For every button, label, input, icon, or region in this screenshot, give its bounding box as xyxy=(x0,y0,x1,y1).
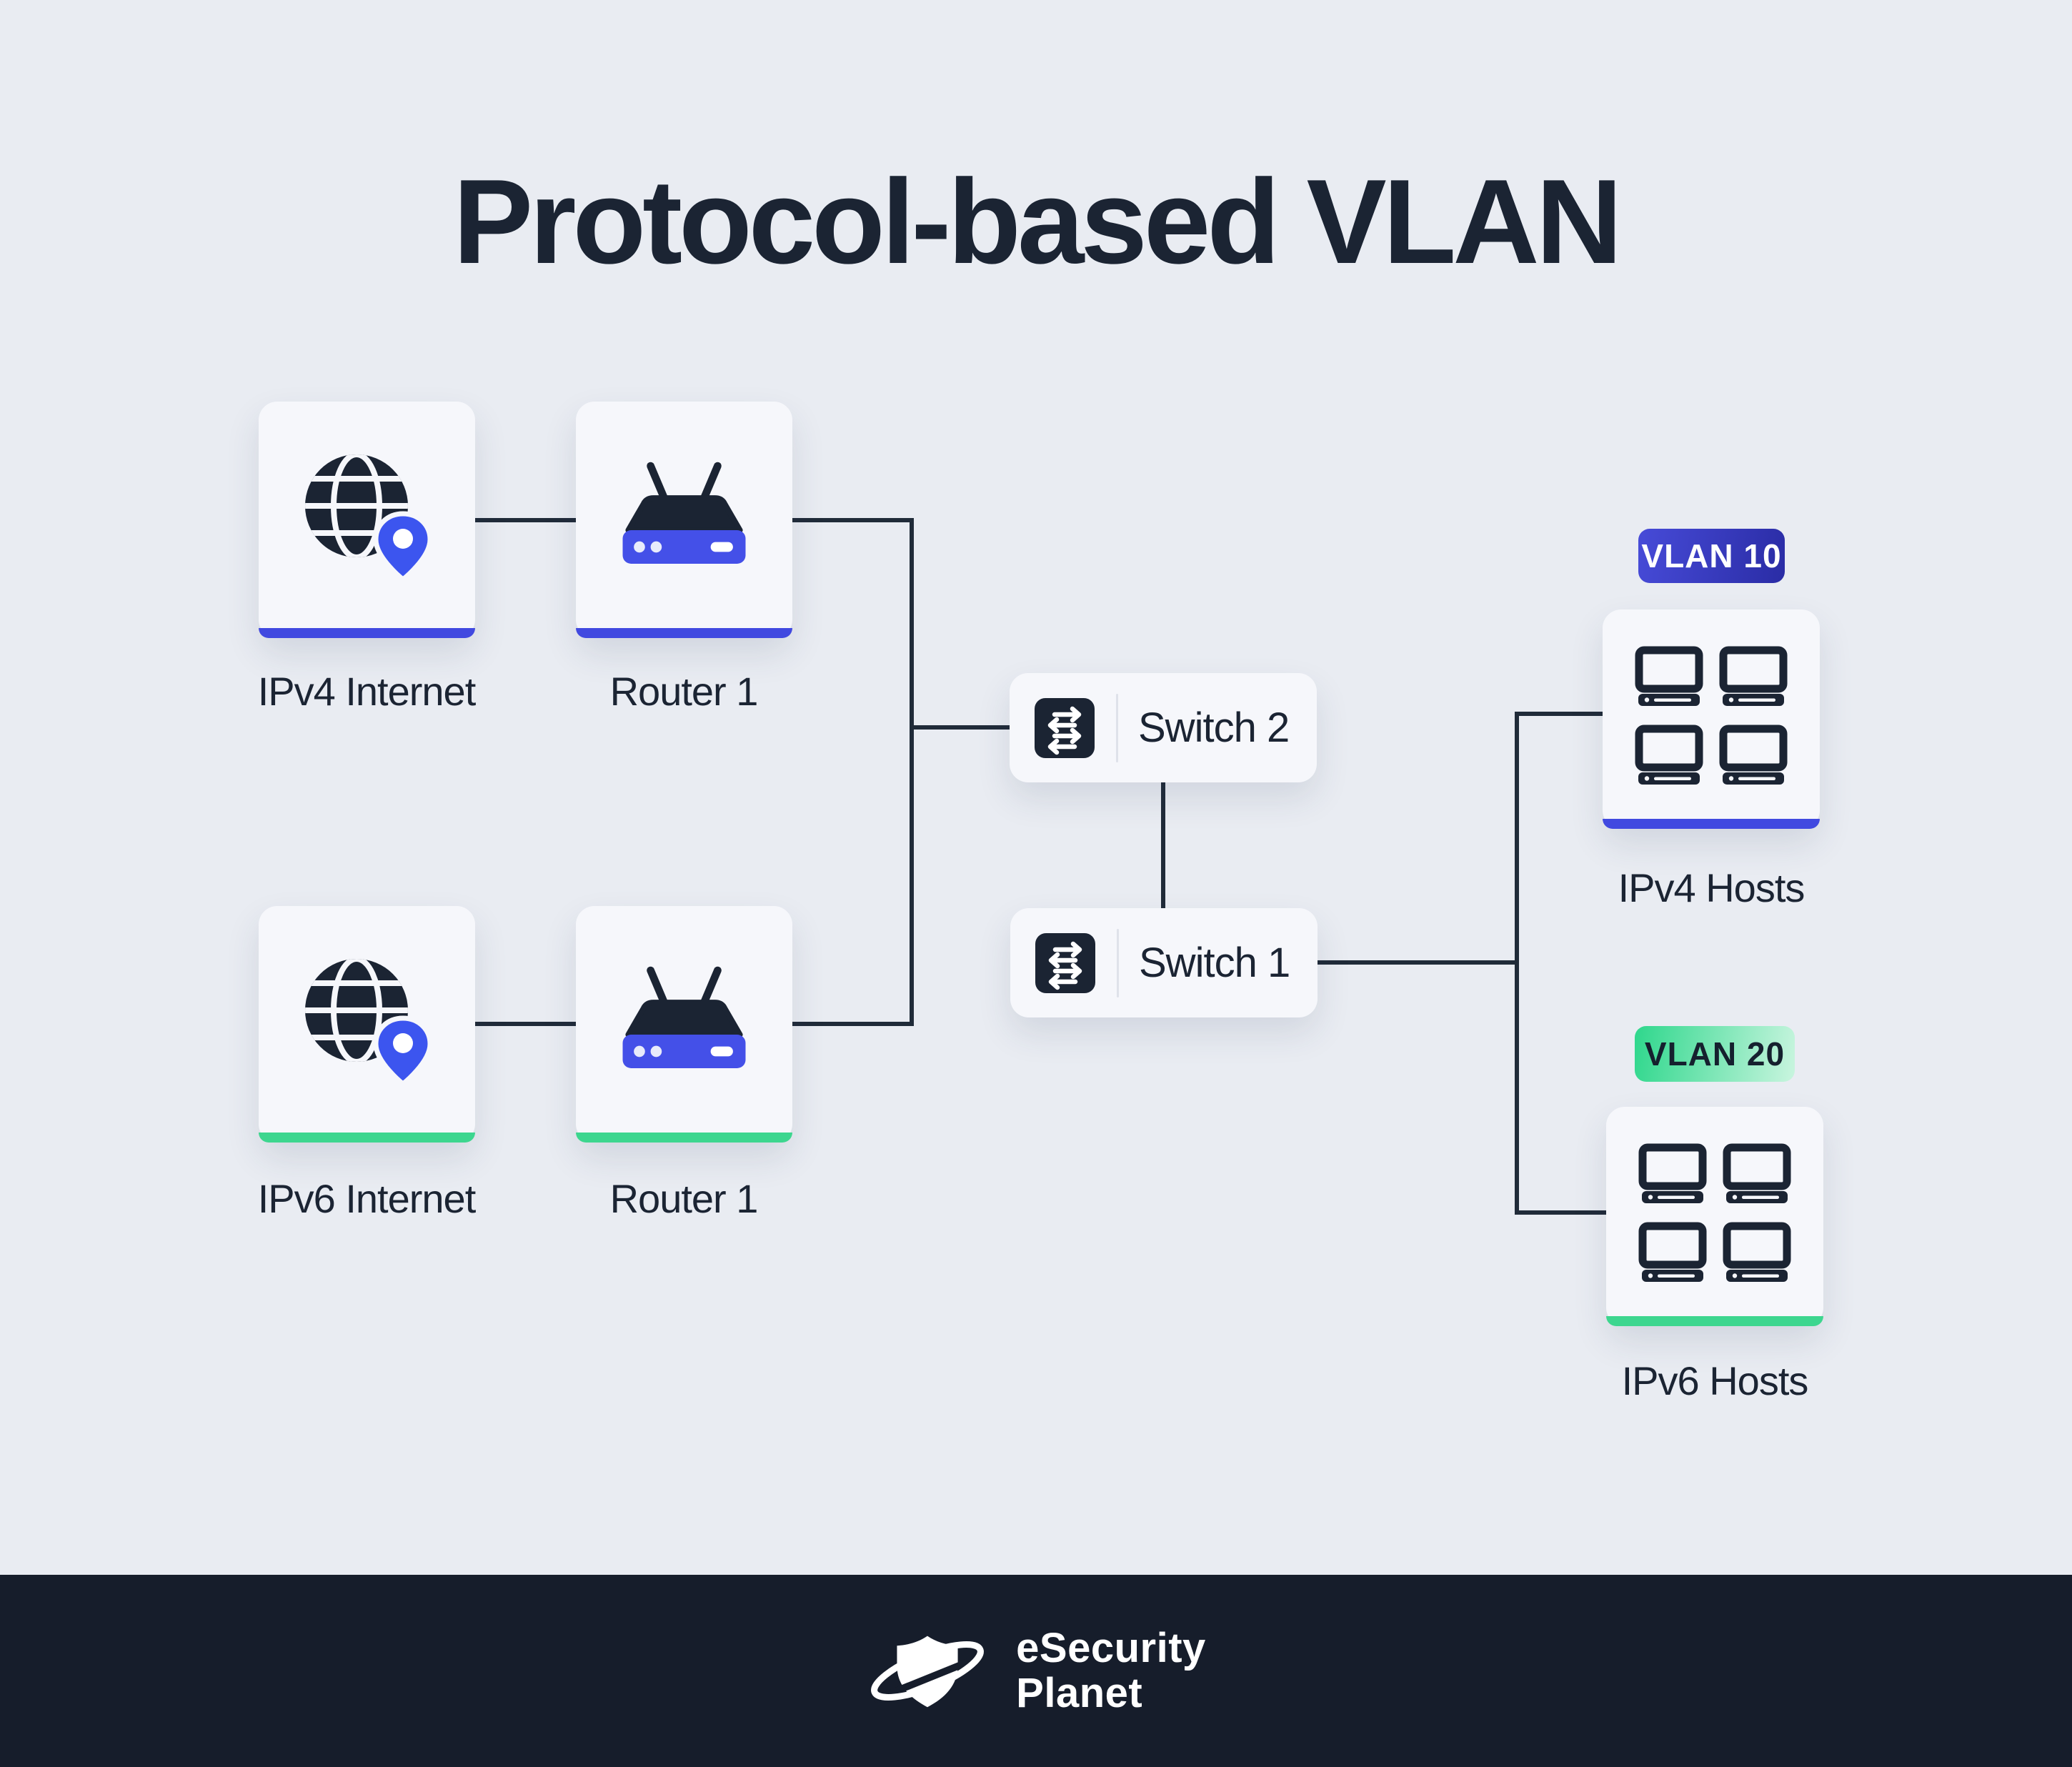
brand-line2: Planet xyxy=(1016,1669,1143,1716)
desktop-computer-icon xyxy=(1635,725,1703,785)
ipv4-internet-accent-bar xyxy=(259,628,475,638)
left-bus-vertical xyxy=(910,518,914,1026)
wireless-router-icon xyxy=(607,965,761,1077)
shield-orbit-icon xyxy=(866,1626,989,1716)
brand-line1: eSecurity xyxy=(1016,1624,1206,1671)
ipv4-internet-card xyxy=(259,402,475,638)
ipv6-internet-card xyxy=(259,906,475,1143)
desktop-computer-icon xyxy=(1719,725,1788,785)
desktop-computer-icon xyxy=(1719,646,1788,706)
link-ipv4internet-router1 xyxy=(475,518,576,522)
router1-bottom-card xyxy=(576,906,792,1143)
data-transfer-arrows-icon xyxy=(1035,698,1095,758)
desktop-computer-icon xyxy=(1638,1222,1707,1282)
ipv4-hosts-label: IPv4 Hosts xyxy=(1618,865,1805,910)
ipv4-internet-label: IPv4 Internet xyxy=(257,669,477,714)
brand-name: eSecurity Planet xyxy=(1016,1626,1206,1716)
switch1-card: Switch 1 xyxy=(1010,908,1318,1017)
vlan10-badge: VLAN 10 xyxy=(1638,529,1785,583)
link-router1bottom-bus xyxy=(792,1022,914,1026)
switch1-divider xyxy=(1117,928,1119,997)
link-bus-ipv4hosts xyxy=(1517,712,1603,716)
footer-bar: eSecurity Planet xyxy=(0,1575,2072,1767)
switch2-label: Switch 2 xyxy=(1138,705,1290,751)
router1-bottom-accent-bar xyxy=(576,1133,792,1143)
data-transfer-arrows-icon xyxy=(1035,933,1095,993)
right-bus-vertical xyxy=(1515,712,1519,1215)
desktop-computer-icon xyxy=(1635,646,1703,706)
router1-top-accent-bar xyxy=(576,628,792,638)
ipv6-hosts-label: IPv6 Hosts xyxy=(1621,1358,1809,1403)
page-title: Protocol-based VLAN xyxy=(453,154,1623,289)
switch2-card: Switch 2 xyxy=(1010,673,1317,782)
ipv4-hosts-accent-bar xyxy=(1603,819,1820,829)
ipv6-hosts-computers xyxy=(1638,1143,1791,1282)
desktop-computer-icon xyxy=(1723,1222,1791,1282)
link-router1top-bus xyxy=(792,518,914,522)
ipv6-hosts-accent-bar xyxy=(1606,1316,1823,1326)
router1-top-card xyxy=(576,402,792,638)
link-switch2-switch1 xyxy=(1161,782,1165,908)
esecurity-planet-logo: eSecurity Planet xyxy=(866,1626,1206,1716)
router1-top-label: Router 1 xyxy=(609,669,759,714)
wireless-router-icon xyxy=(607,460,761,572)
ipv6-internet-accent-bar xyxy=(259,1133,475,1143)
switch2-divider xyxy=(1116,693,1118,762)
ipv4-hosts-computers xyxy=(1635,646,1788,785)
desktop-computer-icon xyxy=(1638,1143,1707,1203)
link-bus-ipv6hosts xyxy=(1517,1210,1606,1215)
globe-location-pin-icon xyxy=(296,950,439,1092)
link-bus-switch2 xyxy=(912,725,1010,730)
link-ipv6internet-router1 xyxy=(475,1022,576,1026)
desktop-computer-icon xyxy=(1723,1143,1791,1203)
router1-bottom-label: Router 1 xyxy=(609,1176,759,1221)
link-switch1-bus xyxy=(1317,960,1519,965)
ipv4-hosts-card xyxy=(1603,609,1820,829)
ipv6-internet-label: IPv6 Internet xyxy=(257,1176,477,1221)
globe-location-pin-icon xyxy=(296,445,439,588)
vlan20-badge: VLAN 20 xyxy=(1635,1026,1795,1082)
ipv6-hosts-card xyxy=(1606,1107,1823,1326)
switch1-label: Switch 1 xyxy=(1139,940,1290,986)
